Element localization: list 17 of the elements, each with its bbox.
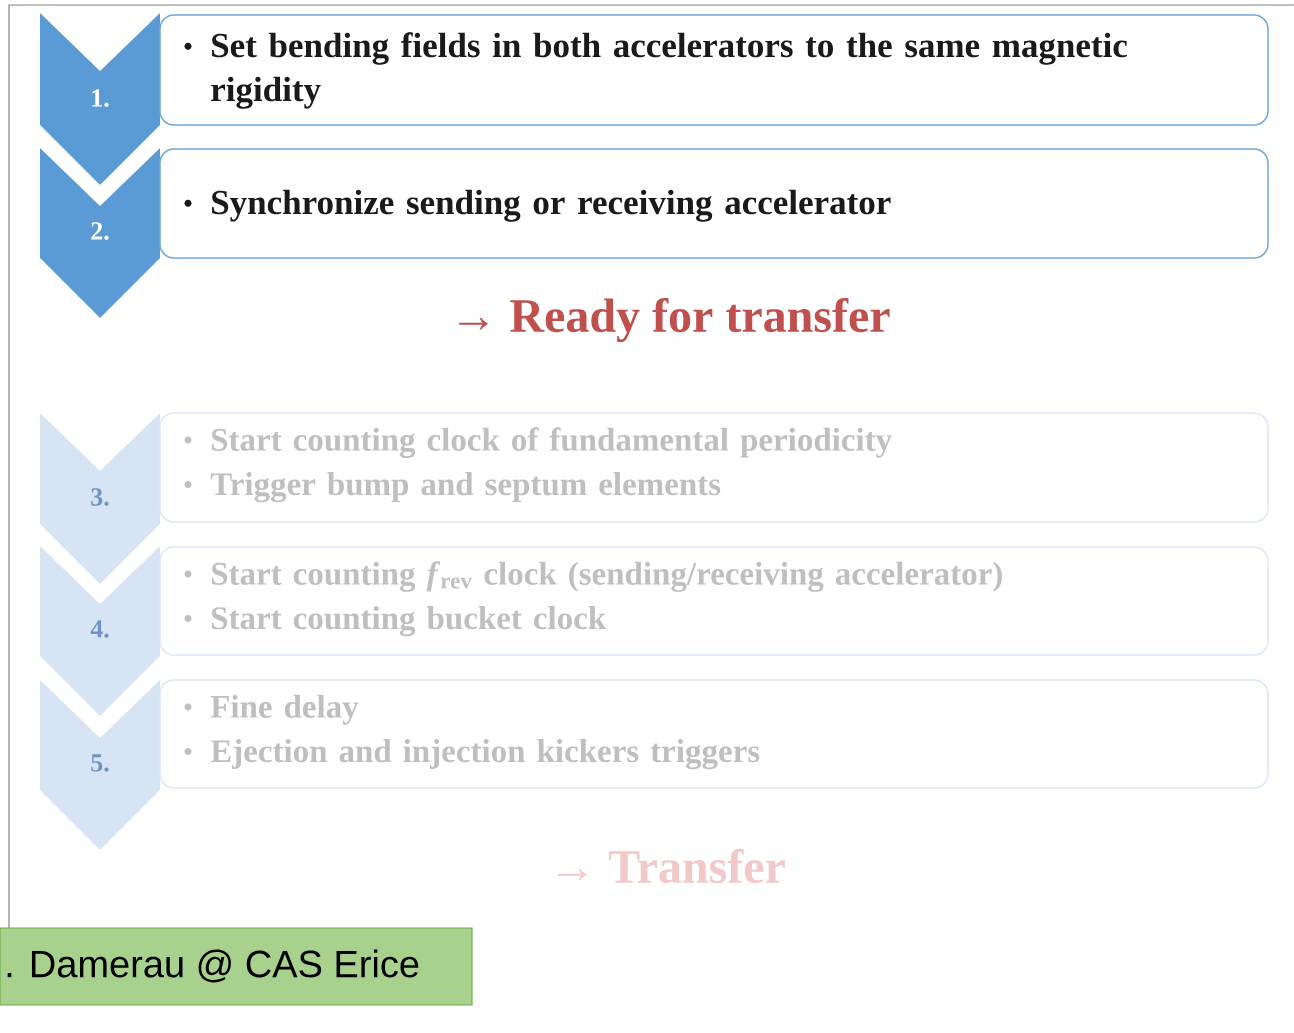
status-label: → Ready for transfer xyxy=(459,297,890,343)
chevron-step: 4. xyxy=(40,546,160,716)
step-box: Start counting f$_{rev}$ clock (sending/receiving accelerator) Start counting bucket clock xyxy=(159,546,1269,656)
node-label: 3. xyxy=(91,488,109,506)
chevron-step: 1. xyxy=(40,13,160,185)
chevron-step: 5. xyxy=(40,680,160,850)
credit-box: . Damerau @ CAS Erice xyxy=(0,927,473,1006)
chevron-step: 3. xyxy=(40,413,160,584)
node-label: 5. xyxy=(91,754,109,772)
node-label: 4. xyxy=(90,620,109,638)
step-box: Set bending fields in both accelerators to the same magnetic rigidity xyxy=(159,14,1269,126)
node-label: 2. xyxy=(91,222,109,240)
chevron-step: 2. xyxy=(40,148,160,318)
node-label: 1. xyxy=(92,89,109,107)
step-box: Synchronize sending or receiving accelerator xyxy=(159,148,1269,259)
step-box: Fine delay Ejection and injection kickers triggers xyxy=(159,679,1269,789)
step-box: Start counting clock of fundamental periodicity Trigger bump and septum elements xyxy=(159,412,1269,523)
